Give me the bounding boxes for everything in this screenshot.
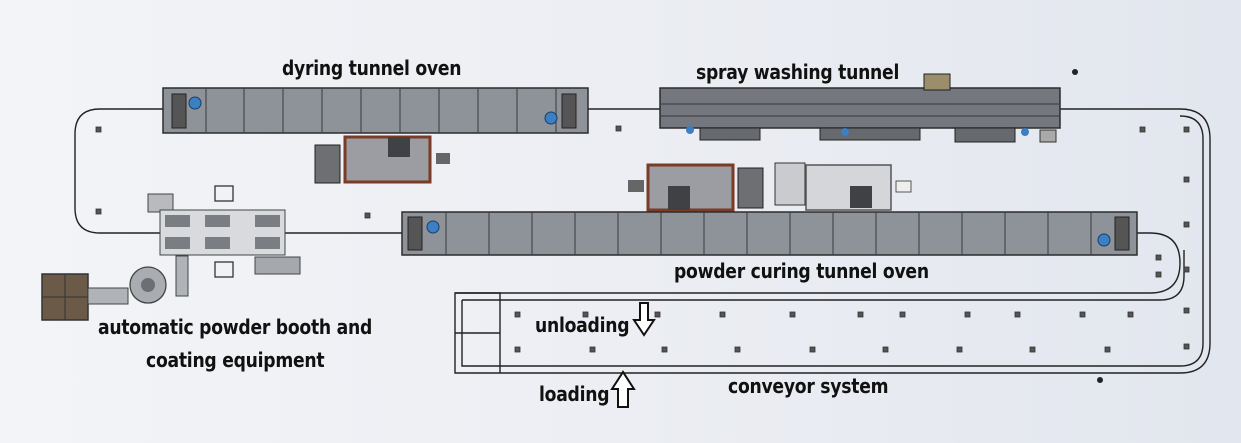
powder-booth-label-line1: automatic powder booth and	[98, 315, 373, 339]
pump-icon	[1021, 128, 1029, 136]
turn-frame	[455, 292, 501, 373]
pump-icon	[841, 128, 849, 136]
powder-booth-equipment	[41, 185, 301, 321]
conveyor-outer-path	[74, 108, 1211, 374]
marker-dot	[1097, 377, 1103, 383]
arrow-up-icon	[610, 370, 636, 408]
powder-booth-label-line2: coating equipment	[146, 348, 325, 372]
powder-curing-label: powder curing tunnel oven	[674, 259, 929, 283]
fan-icon	[188, 96, 202, 110]
fan-icon	[544, 111, 558, 125]
curing-burners	[628, 162, 912, 212]
marker-dot	[1072, 69, 1078, 75]
powder-curing-tunnel-oven	[401, 211, 1138, 256]
pump-icon	[686, 126, 694, 134]
fan-icon	[426, 220, 440, 234]
spray-washing-tunnel	[659, 73, 1061, 143]
spray-washing-label: spray washing tunnel	[696, 60, 900, 84]
conveyor-hangers	[95, 125, 1190, 353]
conveyor-inner-path	[461, 115, 1204, 367]
fan-icon	[1097, 233, 1111, 247]
drying-burner	[314, 135, 450, 184]
unloading-label: unloading	[535, 313, 630, 337]
conveyor-loop	[74, 108, 1211, 374]
drying-tunnel-oven	[162, 87, 589, 184]
arrow-down-icon	[632, 302, 656, 337]
conveyor-label: conveyor system	[728, 374, 889, 398]
drying-oven-label: dyring tunnel oven	[282, 56, 462, 80]
loading-label: loading	[539, 382, 610, 406]
